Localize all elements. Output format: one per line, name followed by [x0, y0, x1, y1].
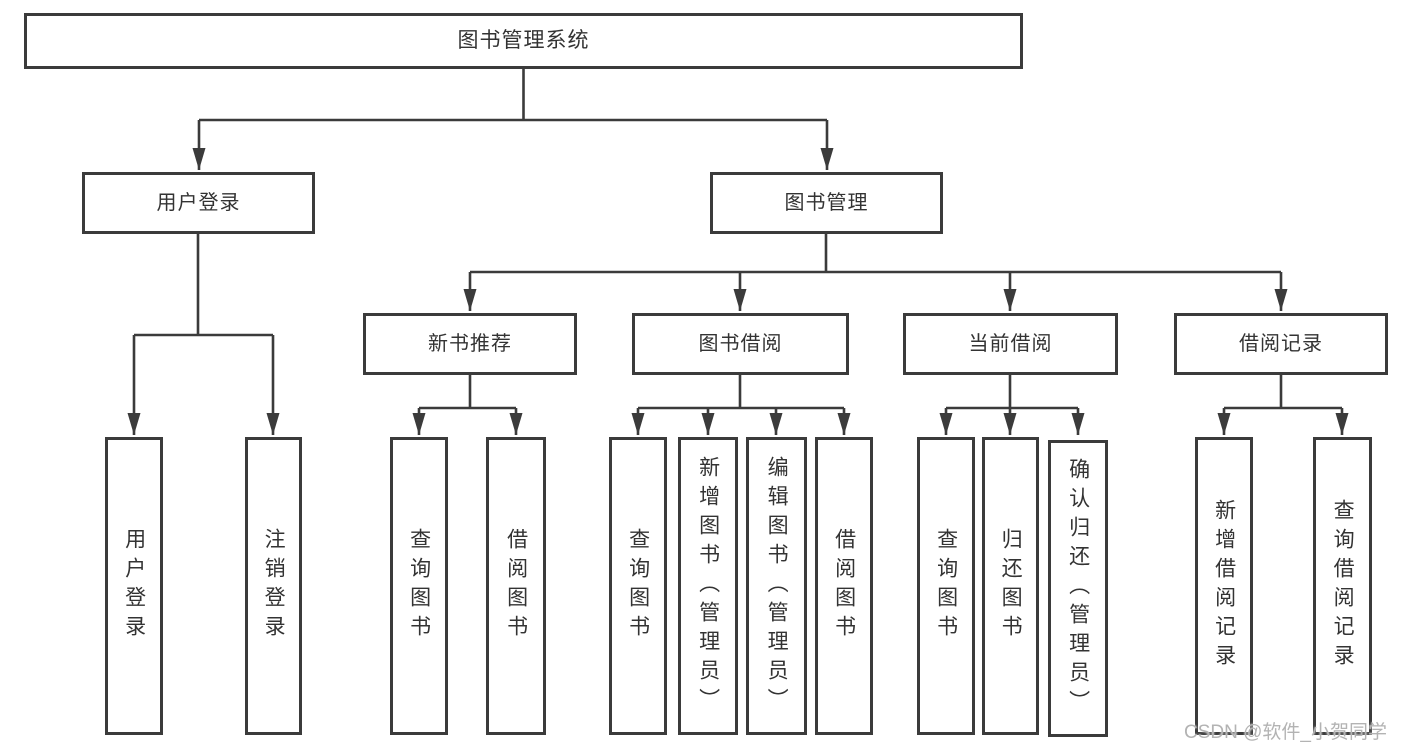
leaf-cb-return-book: 归还图书	[982, 437, 1039, 735]
node-label: 编辑图书（管理员）	[765, 455, 789, 717]
node-user-login-group: 用户登录	[82, 172, 315, 234]
connector-book-borrow-branch	[638, 375, 844, 410]
node-label: 新书推荐	[428, 333, 512, 355]
connector-root-to-level2	[199, 69, 827, 122]
node-book-borrow: 图书借阅	[632, 313, 849, 375]
node-book-mgmt-group: 图书管理	[710, 172, 943, 234]
connector-borrow-records-branch	[1224, 375, 1342, 410]
node-new-book-rec: 新书推荐	[363, 313, 577, 375]
node-label: 新增借阅记录	[1212, 499, 1236, 673]
leaf-bb-query-book: 查询图书	[609, 437, 667, 735]
node-label: 新增图书（管理员）	[696, 455, 720, 717]
node-label: 查询图书	[626, 528, 650, 644]
node-root-system: 图书管理系统	[24, 13, 1023, 69]
leaf-cb-query-book: 查询图书	[917, 437, 975, 735]
node-label: 图书管理	[784, 192, 869, 214]
node-label: 查询图书	[934, 528, 958, 644]
node-label: 用户登录	[156, 192, 241, 214]
node-label: 借阅图书	[832, 528, 856, 644]
node-label: 图书借阅	[698, 333, 783, 355]
node-label: 确认归还（管理员）	[1066, 458, 1090, 719]
csdn-watermark: CSDN @软件_小贺同学	[1184, 722, 1387, 743]
node-label: 归还图书	[999, 528, 1023, 644]
node-label: 用户登录	[122, 528, 146, 644]
connector-new-book-rec-branch	[419, 375, 516, 410]
node-label: 借阅图书	[504, 528, 528, 644]
leaf-rec-query-book: 查询图书	[390, 437, 448, 735]
node-label: 注销登录	[262, 528, 286, 644]
node-label: 借阅记录	[1239, 333, 1323, 355]
leaf-logout: 注销登录	[245, 437, 302, 735]
node-label: 查询图书	[407, 528, 431, 644]
leaf-br-query-record: 查询借阅记录	[1313, 437, 1372, 735]
leaf-bb-add-book: 新增图书（管理员）	[678, 437, 738, 735]
leaf-br-add-record: 新增借阅记录	[1195, 437, 1253, 735]
node-label: 查询借阅记录	[1331, 499, 1355, 673]
leaf-bb-edit-book: 编辑图书（管理员）	[746, 437, 807, 735]
node-borrow-records: 借阅记录	[1174, 313, 1388, 375]
node-current-borrow: 当前借阅	[903, 313, 1118, 375]
node-label: 图书管理系统	[457, 29, 590, 53]
connector-current-borrow-branch	[946, 375, 1078, 410]
node-label: 当前借阅	[968, 333, 1053, 355]
leaf-user-login: 用户登录	[105, 437, 163, 735]
leaf-cb-confirm-return: 确认归还（管理员）	[1048, 440, 1108, 737]
leaf-rec-borrow-book: 借阅图书	[486, 437, 546, 735]
leaf-bb-borrow-book: 借阅图书	[815, 437, 873, 735]
connector-book-mgmt-branch	[470, 234, 1281, 274]
connector-user-login-branch	[134, 234, 273, 337]
